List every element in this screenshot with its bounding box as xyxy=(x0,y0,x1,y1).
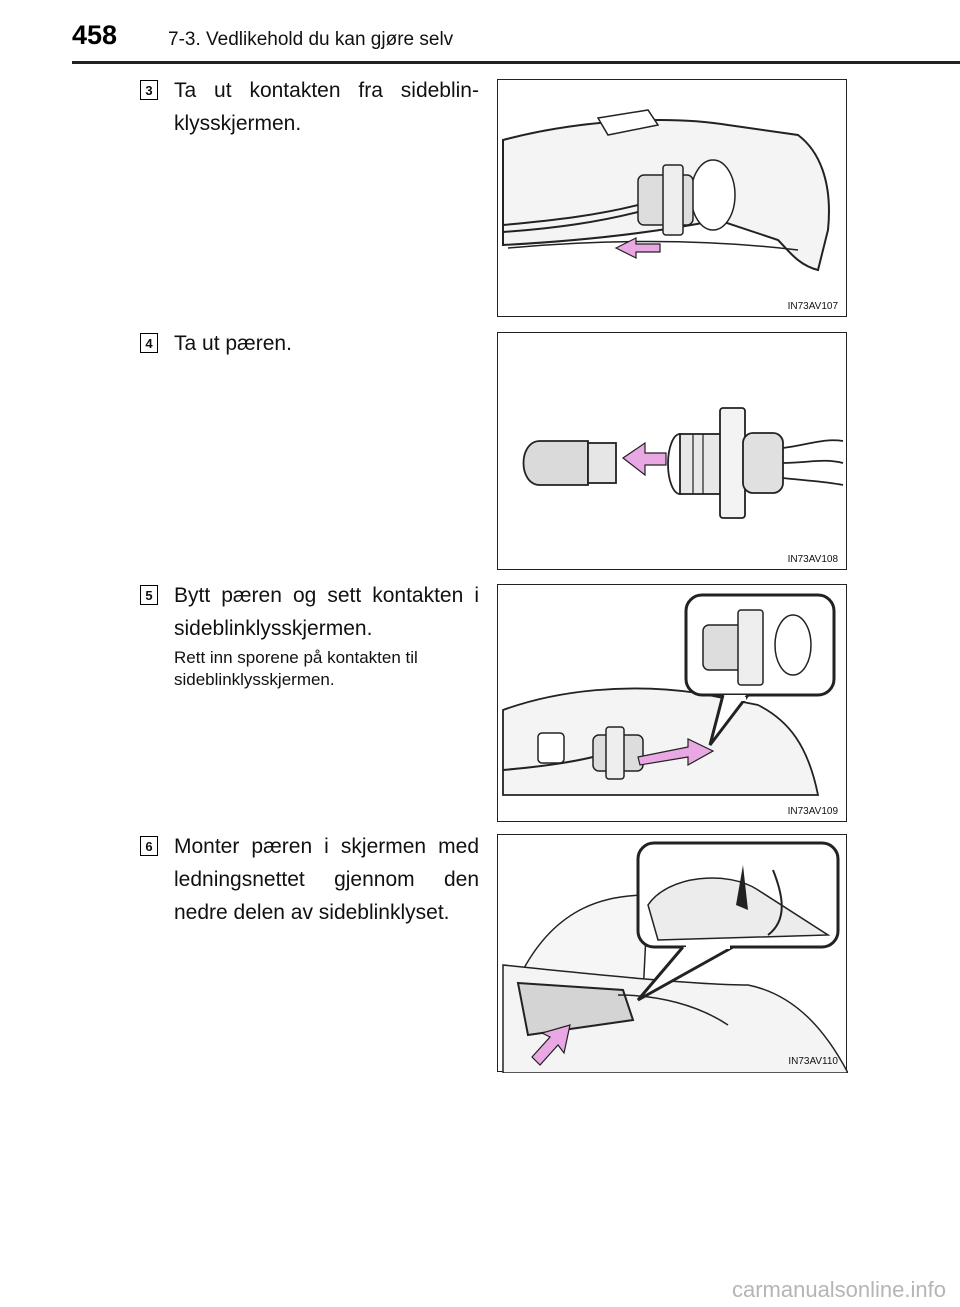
figure-pull-connector: IN73AV107 xyxy=(497,79,847,317)
page-header: 458 7-3. Vedlikehold du kan gjøre selv xyxy=(0,0,960,70)
step-3: 3 Ta ut kontakten fra sideblin­klysskjer… xyxy=(140,79,480,320)
step-note: Rett inn sporene på kontakten til sidebl… xyxy=(174,648,418,689)
step-6: 6 Monter pæren i skjermen med ledningsne… xyxy=(140,835,480,1076)
step-instruction: Monter pæren i skjermen med ledningsnett… xyxy=(174,835,479,924)
arrow-icon xyxy=(637,738,715,767)
step-5: 5 Bytt pæren og sett kontakten i sidebli… xyxy=(140,584,480,825)
step-number-badge: 6 xyxy=(140,836,158,856)
insert-connector-illustration xyxy=(502,593,836,796)
install-lamp-illustration xyxy=(502,841,848,1073)
step-instruction: Ta ut pæren. xyxy=(174,332,292,355)
step-instruction: Ta ut kontakten fra sideblin­klysskjerme… xyxy=(174,79,479,135)
arrow-icon xyxy=(621,441,667,477)
arrow-icon xyxy=(531,1024,571,1066)
step-number-badge: 5 xyxy=(140,585,158,605)
remove-bulb-illustration xyxy=(522,407,844,519)
figure-insert-connector: IN73AV109 xyxy=(497,584,847,822)
figure-code: IN73AV108 xyxy=(787,554,838,565)
figure-code: IN73AV107 xyxy=(787,301,838,312)
step-4: 4 Ta ut pæren. xyxy=(140,332,480,573)
figure-remove-bulb: IN73AV108 xyxy=(497,332,847,570)
step-number-badge: 4 xyxy=(140,333,158,353)
watermark-text: carmanualsonline.info xyxy=(731,1277,946,1302)
arrow-icon xyxy=(614,237,661,259)
step-instruction: Bytt pæren og sett kontakten i sideblink… xyxy=(174,584,479,640)
section-title: 7-3. Vedlikehold du kan gjøre selv xyxy=(168,29,454,50)
pull-connector-illustration xyxy=(502,109,830,272)
page-number: 458 xyxy=(72,20,118,50)
step-number-badge: 3 xyxy=(140,80,158,100)
figure-install-lamp: IN73AV110 xyxy=(497,834,848,1073)
figure-code: IN73AV110 xyxy=(788,1056,838,1067)
figure-code: IN73AV109 xyxy=(787,806,838,817)
header-rule xyxy=(72,61,960,64)
